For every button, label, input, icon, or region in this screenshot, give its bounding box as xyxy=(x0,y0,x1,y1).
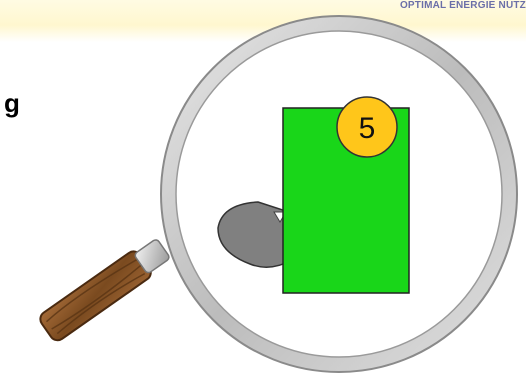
magnifier-handle xyxy=(37,235,172,343)
badge-number: 5 xyxy=(359,112,376,145)
